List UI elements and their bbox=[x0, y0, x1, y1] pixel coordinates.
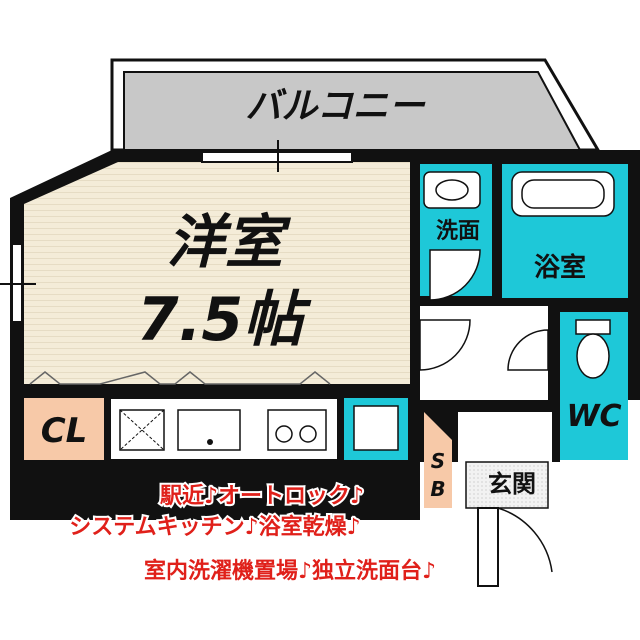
shoe-box: S B bbox=[424, 412, 452, 508]
feature-line-1: 駅近♪オートロック♪ bbox=[160, 483, 364, 509]
shoe-box-label-top: S bbox=[431, 449, 445, 473]
toilet: WC bbox=[560, 312, 628, 460]
entrance-label: 玄関 bbox=[488, 470, 536, 498]
balcony: バルコニー bbox=[110, 58, 601, 152]
balcony-label: バルコニー bbox=[245, 86, 425, 127]
entrance: 玄関 bbox=[458, 412, 553, 587]
features: 駅近♪オートロック♪ システムキッチン♪浴室乾燥♪ 室内洗濯機置場♪独立洗面台♪ bbox=[67, 481, 438, 586]
washroom: 洗面 bbox=[420, 164, 492, 301]
entrance-door bbox=[477, 507, 499, 587]
feature-line-2: システムキッチン♪浴室乾燥♪ bbox=[69, 514, 360, 540]
washroom-label: 洗面 bbox=[436, 219, 480, 244]
bathroom: 浴室 bbox=[502, 164, 628, 298]
kitchen bbox=[109, 397, 339, 461]
hallway bbox=[419, 306, 549, 400]
western-room-label: 洋室 bbox=[167, 208, 292, 276]
closet: CL bbox=[24, 398, 104, 460]
washing-machine-space bbox=[344, 398, 408, 460]
toilet-label: WC bbox=[566, 399, 621, 434]
closet-label: CL bbox=[41, 411, 88, 451]
bathroom-label: 浴室 bbox=[534, 252, 586, 283]
feature-line-3: 室内洗濯機置場♪独立洗面台♪ bbox=[144, 558, 436, 584]
shoe-box-label-bottom: B bbox=[430, 477, 445, 501]
fridge bbox=[119, 409, 165, 451]
western-room: 洋室 7.5帖 bbox=[0, 140, 410, 385]
room-size-label: 7.5帖 bbox=[137, 285, 312, 355]
